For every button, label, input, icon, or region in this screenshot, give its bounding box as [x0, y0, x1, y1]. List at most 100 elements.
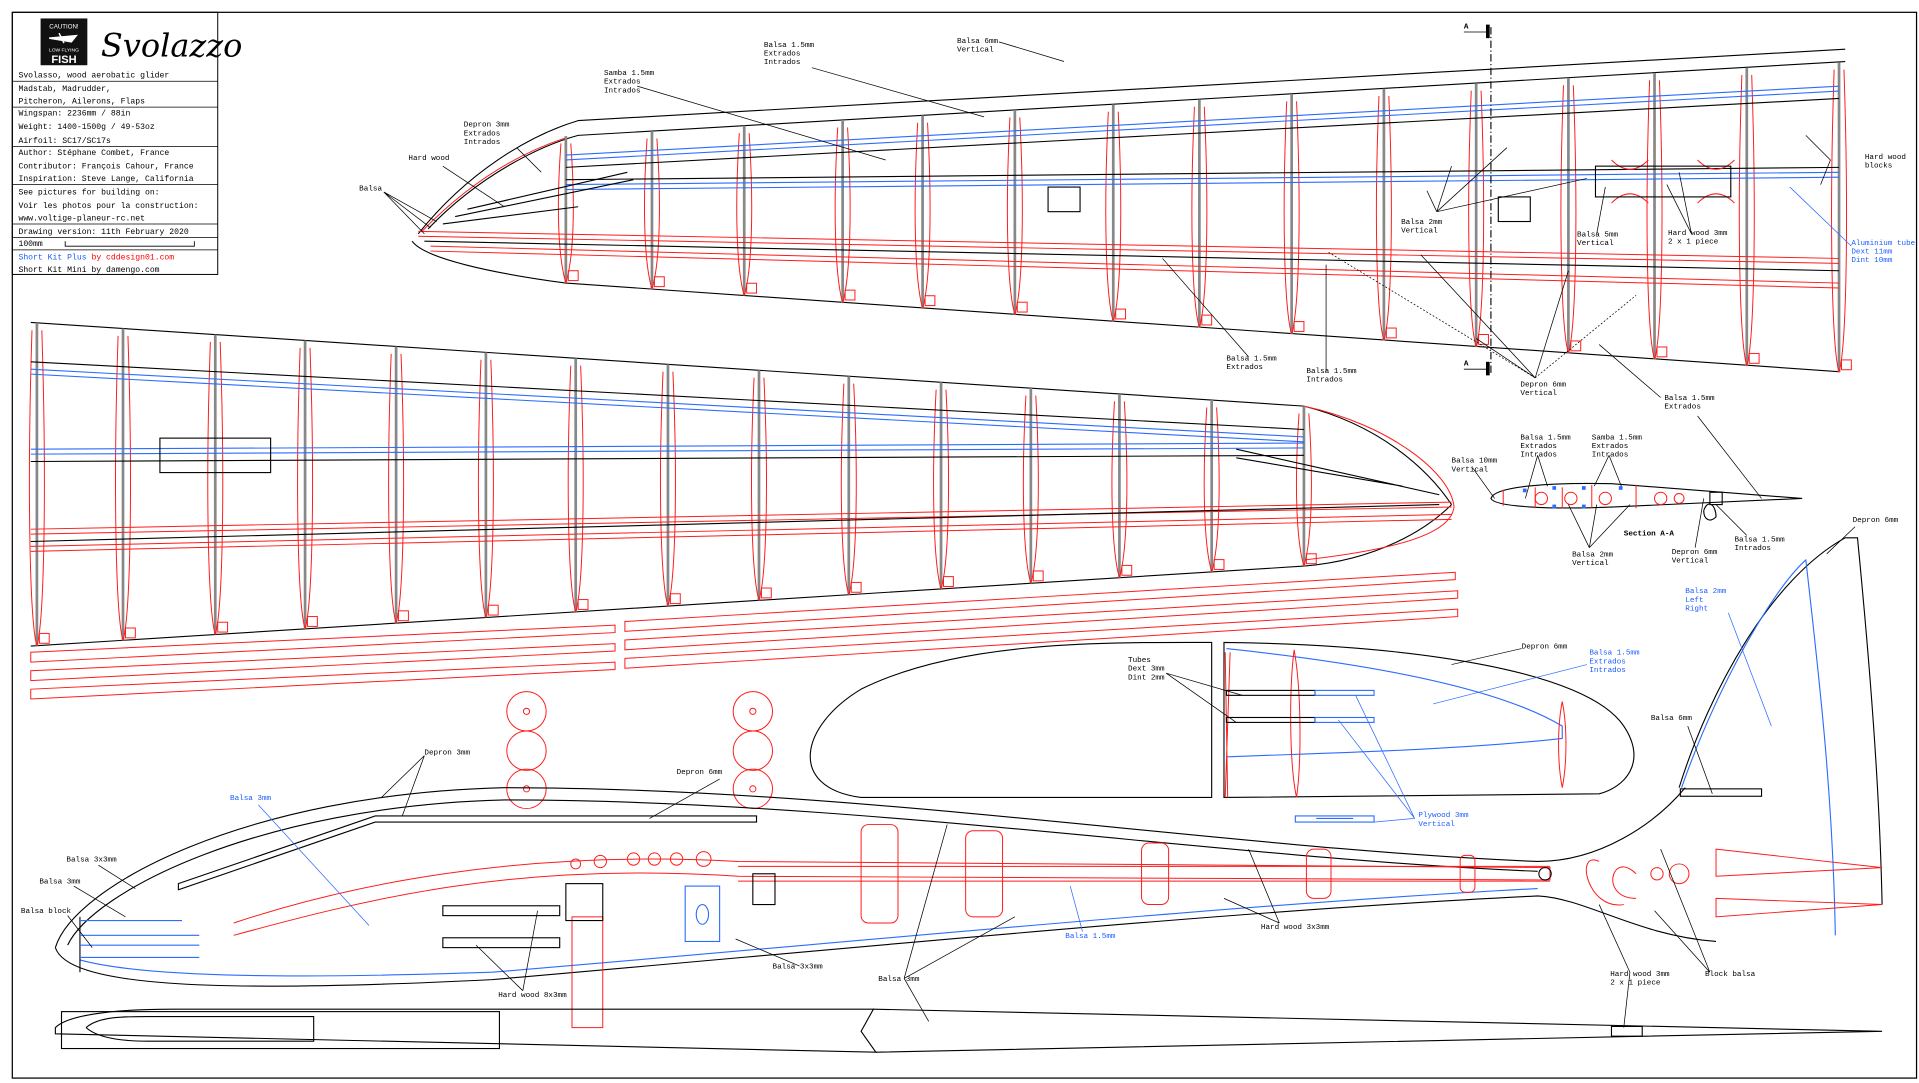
svg-text:LOW FLYING: LOW FLYING: [49, 48, 79, 54]
kit-plus-link[interactable]: Short Kit Plus by cddesign01.com: [18, 254, 174, 263]
rib-outline: [207, 341, 224, 635]
rib-tab: [1121, 564, 1133, 576]
rib-tab: [924, 295, 936, 307]
rib-outline: [1646, 80, 1663, 360]
author: Author: Stéphane Combet, France: [18, 149, 169, 158]
caution-badge-logo: CAUTION! LOW FLYING FISH: [40, 18, 88, 66]
rib-tab: [1478, 334, 1489, 345]
rib-tab: [844, 289, 856, 301]
scale-label: 100mm: [18, 240, 42, 249]
features-line: Madstab, Madrudder,: [18, 85, 110, 94]
title-block: CAUTION! LOW FLYING FISH Svolazzo Svolas…: [11, 11, 242, 275]
rib-tab: [217, 621, 229, 633]
rib-tab: [577, 599, 589, 610]
fin-plan: [1678, 537, 1883, 936]
leader-lines: [67, 41, 1856, 1028]
rib-outline: [477, 359, 494, 618]
subtitle: Svolasso, wood aerobatic glider: [18, 72, 169, 81]
label-fus-balsa-3x3mm-2: Balsa 3x3mm: [773, 964, 824, 972]
servo-outline: [1047, 186, 1081, 213]
website-link[interactable]: www.voltige-planeur-rc.net: [18, 214, 145, 223]
drawing-border: [11, 11, 1918, 1079]
label-fus-depron-3mm: Depron 3mm: [424, 749, 470, 757]
drawing-version: Drawing version: 11th February 2020: [18, 228, 188, 237]
label-fus-hard-wood-3x3mm: Hard wood 3x3mm: [1261, 924, 1330, 932]
logo-svolazzo: Svolazzo: [101, 27, 242, 65]
rib-tab: [1032, 570, 1044, 582]
rib-tab: [124, 627, 136, 639]
label-stab-depron-6mm: Depron 6mm: [1522, 644, 1568, 652]
label-fus-block-balsa: Block balsa: [1705, 971, 1756, 979]
weight: Weight: 1400-1500g / 49-53oz: [18, 123, 154, 132]
label-hard-wood: Hard wood: [408, 155, 449, 163]
section-mark-a: A: [1464, 23, 1469, 31]
wingspan: Wingspan: 2236mm / 88in: [18, 110, 130, 119]
servo-outline: [1497, 196, 1531, 223]
inspiration: Inspiration: Steve Lange, California: [18, 175, 193, 184]
airfoil: Airfoil: SC17/SC17s: [18, 137, 111, 146]
label-fus-balsa-1-5mm: Balsa 1.5mm: [1065, 933, 1116, 941]
label-fin-depron-6mm: Depron 6mm: [1853, 517, 1899, 525]
label-fus-balsa-3x3mm: Balsa 3x3mm: [66, 856, 117, 864]
rib-tab: [38, 632, 50, 644]
pictures-note-fr: Voir les photos pour la construction:: [18, 202, 198, 211]
rib-tab: [1293, 321, 1305, 332]
fuselage-top-view: [54, 1008, 1883, 1053]
right-wing-plan: A A: [411, 23, 1852, 376]
label-fus-balsa-3mm-2: Balsa 3mm: [878, 976, 920, 984]
rib-outline: [28, 330, 45, 646]
rib-tab: [653, 276, 665, 288]
rib-outline: [297, 347, 314, 630]
label-fus-balsa-block: Balsa block: [21, 908, 72, 916]
kit-mini-link[interactable]: Short Kit Mini by damengo.com: [18, 266, 159, 275]
rib-outline: [1831, 69, 1848, 373]
rib-tab: [1748, 352, 1760, 364]
label-fus-balsa-3mm-blue: Balsa 3mm: [230, 795, 272, 803]
svg-text:FISH: FISH: [51, 54, 76, 66]
left-wing-plan: [28, 321, 1455, 647]
svg-text:CAUTION!: CAUTION!: [49, 23, 79, 30]
label-fus-balsa-3mm: Balsa 3mm: [39, 879, 81, 887]
rib-tab: [398, 610, 409, 622]
rib-tab: [1016, 301, 1028, 313]
rib-tab: [850, 581, 862, 593]
features-line: Pitcheron, Ailerons, Flaps: [18, 97, 145, 106]
fuselage-side-view: [54, 787, 1883, 1029]
label-balsa: Balsa: [359, 186, 382, 194]
label-fus-depron-6mm: Depron 6mm: [677, 769, 723, 777]
rib-tab: [1385, 327, 1397, 339]
rib-tab: [760, 587, 772, 599]
label-fus-hard-wood-8x3mm: Hard wood 8x3mm: [498, 992, 567, 1000]
section-title: Section A-A: [1624, 530, 1675, 538]
spar-strips: [30, 571, 1459, 700]
rib-tab: [1201, 314, 1213, 326]
section-mark-a: A: [1464, 361, 1469, 369]
rib-tab: [487, 604, 499, 616]
rib-outline: [1738, 74, 1755, 366]
pictures-note: See pictures for building on:: [18, 188, 159, 197]
section-a-a: [1490, 482, 1803, 521]
